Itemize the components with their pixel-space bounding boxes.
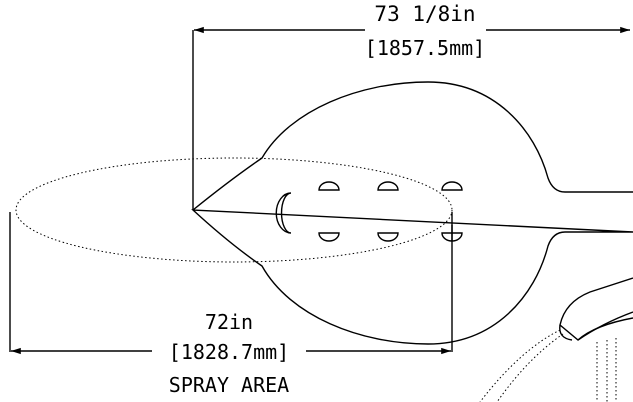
side-view-face [559,324,573,341]
spray-stream-lines [479,329,617,402]
spray-dimension-metric: [1828.7mm] [169,340,289,364]
overall-dimension-metric: [1857.5mm] [365,36,485,60]
side-view-inner-curve [577,317,633,341]
spray-dimension-imperial: 72in [205,310,253,334]
spray-hole-top-2 [377,181,399,191]
spray-holes [318,181,463,242]
spray-hole-top-1 [318,181,340,191]
spray-hole-bottom-3 [441,232,463,242]
spray-area-ellipse [15,157,453,263]
side-view-body [559,277,633,341]
spray-hole-bottom-2 [377,232,399,242]
spray-hole-bottom-1 [318,232,340,242]
side-view-spray-head [559,277,633,341]
spray-head-outline [191,81,633,345]
spray-area-caption: SPRAY AREA [169,373,289,397]
spray-hole-top-3 [441,181,463,191]
crescent-mark [275,192,292,234]
overall-dimension-imperial: 73 1/8in [374,2,475,26]
